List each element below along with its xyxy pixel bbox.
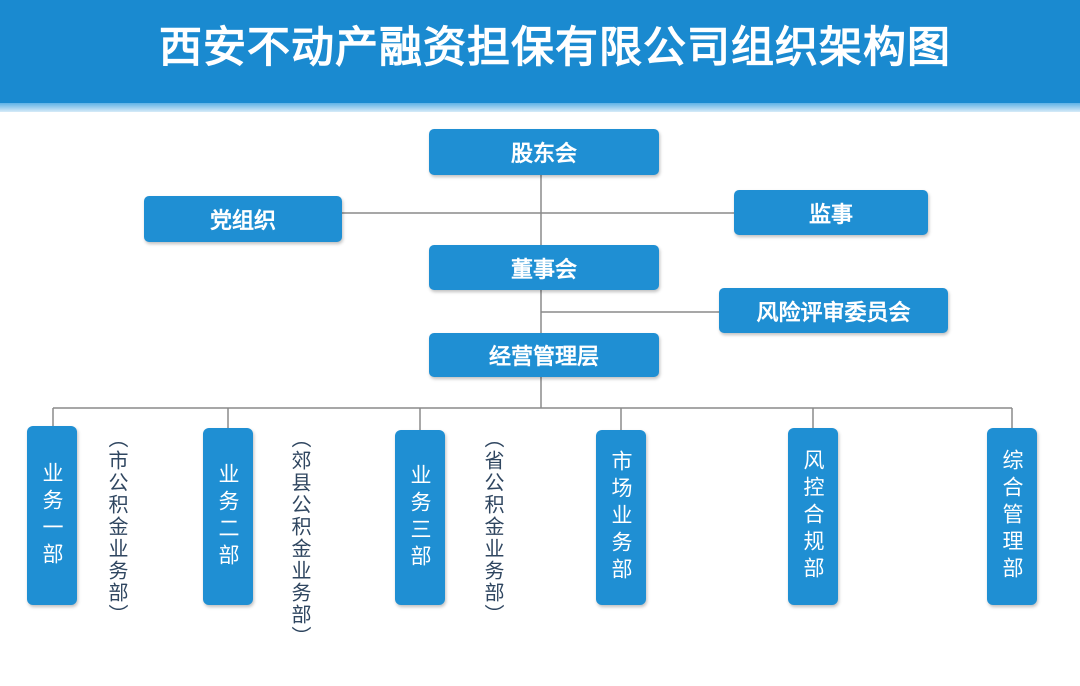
dept-general-admin: 综合管理部 [987,428,1037,605]
dept-risk-compliance: 风控合规部 [788,428,838,605]
dept-business-1-note: （市公积金业务部） [105,428,129,626]
node-board: 董事会 [429,245,659,290]
title-bar [0,0,1080,103]
node-party: 党组织 [144,196,342,242]
dept-business-2-note: （郊县公积金业务部） [288,428,312,648]
dept-business-3-note: （省公积金业务部） [481,428,505,626]
dept-market: 市场业务部 [596,430,646,605]
node-management: 经营管理层 [429,333,659,377]
dept-business-2: 业务二部 [203,428,253,605]
dept-business-3: 业务三部 [395,430,445,605]
node-supervisor: 监事 [734,190,928,235]
page-title: 西安不动产融资担保有限公司组织架构图 [159,23,951,73]
title-bar-stripe [0,103,1080,112]
node-risk-committee: 风险评审委员会 [719,288,948,333]
node-shareholders: 股东会 [429,129,659,175]
dept-business-1: 业务一部 [27,426,77,605]
